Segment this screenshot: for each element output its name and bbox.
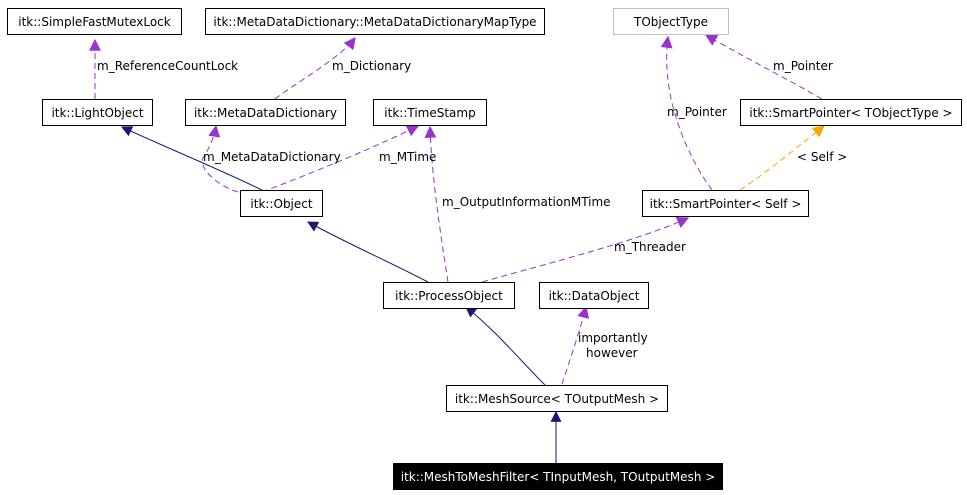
node-smart-pointer-self[interactable]: itk::SmartPointer< Self > [642, 190, 809, 217]
label-however: however [586, 346, 638, 360]
label-importantly: importantly [578, 331, 648, 345]
edge-pointer-right [704, 34, 823, 100]
node-simple-fast-mutex-lock[interactable]: itk::SimpleFastMutexLock [7, 8, 182, 35]
label-m-pointer-left: m_Pointer [667, 105, 727, 119]
node-time-stamp[interactable]: itk::TimeStamp [373, 99, 487, 126]
edge-inherit-object [307, 221, 429, 283]
label-m-mtime: m_MTime [379, 150, 437, 164]
node-object[interactable]: itk::Object [240, 190, 323, 217]
edge-pointer-left [660, 35, 713, 191]
label-m-output-information-mtime: m_OutputInformationMTime [442, 195, 611, 209]
node-data-object[interactable]: itk::DataObject [539, 282, 649, 309]
label-m-reference-count-lock: m_ReferenceCountLock [97, 59, 239, 73]
node-tobject-type: TObjectType [613, 8, 729, 35]
edge-importantly [561, 305, 590, 385]
edge-self-template [739, 125, 825, 191]
edge-threader [481, 217, 690, 283]
node-smart-pointer-tobject-type[interactable]: itk::SmartPointer< TObjectType > [740, 99, 962, 126]
node-process-object[interactable]: itk::ProcessObject [383, 282, 515, 309]
node-mesh-to-mesh-filter[interactable]: itk::MeshToMeshFilter< TInputMesh, TOutp… [393, 463, 723, 490]
node-mesh-source[interactable]: itk::MeshSource< TOutputMesh > [446, 385, 668, 412]
edge-mtime [261, 125, 420, 193]
label-m-meta-data-dictionary: m_MetaDataDictionary [203, 150, 341, 164]
label-m-threader: m_Threader [614, 240, 686, 254]
label-m-pointer-right: m_Pointer [773, 59, 833, 73]
node-meta-data-dictionary[interactable]: itk::MetaDataDictionary [185, 99, 346, 126]
edge-dictionary-map [274, 37, 356, 100]
label-self-template-arg: < Self > [797, 150, 848, 164]
node-light-object[interactable]: itk::LightObject [42, 99, 153, 126]
label-m-dictionary: m_Dictionary [332, 59, 412, 73]
edge-inherit-processobject [465, 306, 546, 386]
node-meta-data-dictionary-map-type[interactable]: itk::MetaDataDictionary::MetaDataDiction… [205, 8, 545, 35]
edge-inherit-lightobject [121, 126, 263, 191]
